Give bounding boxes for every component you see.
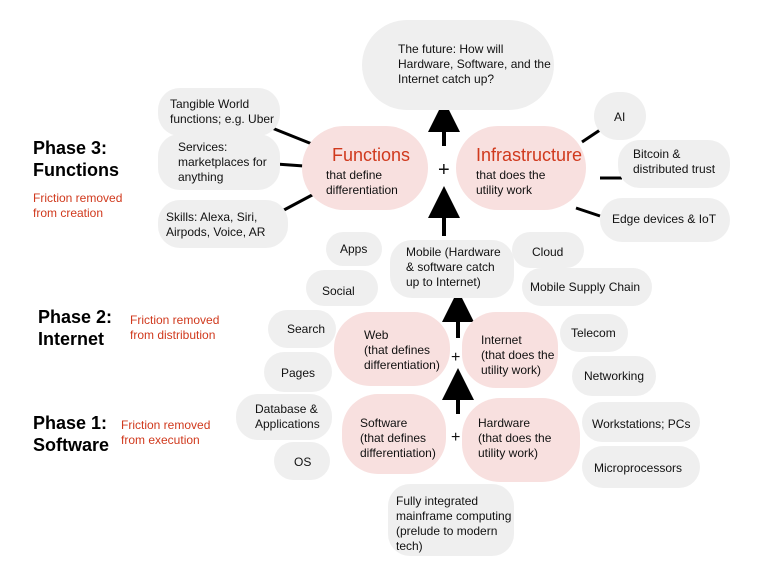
pages-text: Pages <box>281 366 316 380</box>
services-bubble <box>158 134 280 190</box>
apps-text: Apps <box>340 242 368 256</box>
web-bubble <box>334 312 450 386</box>
phase1-title: Phase 1: Software <box>33 413 110 455</box>
edge-bubble <box>600 198 730 242</box>
phase2-plus: + <box>451 349 461 366</box>
phase3-plus: + <box>438 159 450 181</box>
hardware-bubble <box>462 398 580 482</box>
phase2-friction: Friction removed from distribution <box>130 313 220 342</box>
social-text: Social <box>322 284 355 298</box>
mobile-supply-text: Mobile Supply Chain <box>530 280 641 294</box>
telecom-text: Telecom <box>571 326 616 340</box>
web-text: Web (that defines differentiation) <box>364 328 440 372</box>
internet-bubble <box>462 312 558 388</box>
internet-text: Internet (that does the utility work) <box>481 333 555 377</box>
mobile-supply-bubble <box>522 268 652 306</box>
search-bubble <box>268 310 336 348</box>
search-text: Search <box>287 322 326 336</box>
functions-sub: that define differentiation <box>326 168 398 197</box>
cloud-text: Cloud <box>532 245 564 259</box>
phase3-friction: Friction removed from creation <box>33 191 123 220</box>
bitcoin-bubble <box>618 140 730 188</box>
bitcoin-text: Bitcoin & distributed trust <box>633 147 716 176</box>
workstations-bubble <box>582 402 700 442</box>
microprocessors-text: Microprocessors <box>594 461 683 475</box>
functions-bubble <box>302 126 428 210</box>
services-text: Services: marketplaces for anything <box>178 140 267 184</box>
connector-edge <box>575 206 601 218</box>
workstations-text: Workstations; PCs <box>592 417 691 431</box>
software-text: Software (that defines differentiation) <box>360 416 436 460</box>
mobile-text: Mobile (Hardware & software catch up to … <box>406 245 501 289</box>
phase3-title: Phase 3: Functions <box>33 138 119 180</box>
phase1-plus: + <box>451 429 461 446</box>
ai-bubble <box>594 92 646 140</box>
mainframe-bubble <box>388 484 514 556</box>
microprocessors-bubble <box>582 446 700 488</box>
os-bubble <box>274 442 330 480</box>
edge-text: Edge devices & IoT <box>612 212 717 226</box>
os-text: OS <box>294 455 312 469</box>
phase1-friction: Friction removed from execution <box>121 418 211 447</box>
telecom-bubble <box>560 314 628 352</box>
connector-skills <box>283 192 315 212</box>
tangible-bubble <box>158 88 280 136</box>
database-bubble <box>236 394 332 440</box>
future-bubble <box>362 20 554 110</box>
infrastructure-bubble <box>456 126 586 210</box>
networking-text: Networking <box>584 369 645 383</box>
social-bubble <box>306 270 378 306</box>
skills-text: Skills: Alexa, Siri, Airpods, Voice, AR <box>166 210 266 239</box>
connector-tangible <box>271 126 313 146</box>
infrastructure-sub: that does the utility work <box>476 168 546 197</box>
future-text: The future: How will Hardware, Software,… <box>398 42 551 86</box>
connector-services <box>275 162 305 168</box>
skills-bubble <box>158 200 288 248</box>
infrastructure-title: Infrastructure <box>476 145 583 165</box>
functions-title: Functions <box>332 145 411 165</box>
apps-bubble <box>326 232 382 266</box>
ai-text: AI <box>614 110 626 124</box>
mainframe-text: Fully integrated mainframe computing (pr… <box>396 494 512 553</box>
hardware-text: Hardware (that does the utility work) <box>478 416 552 460</box>
database-text: Database & Applications <box>255 402 320 431</box>
tangible-text: Tangible World functions; e.g. Uber <box>170 97 275 126</box>
networking-bubble <box>572 356 656 396</box>
software-bubble <box>342 394 446 474</box>
cloud-bubble <box>512 232 584 268</box>
phase2-title: Phase 2: Internet <box>38 307 113 349</box>
pages-bubble <box>264 352 332 392</box>
mobile-bubble <box>390 240 514 298</box>
